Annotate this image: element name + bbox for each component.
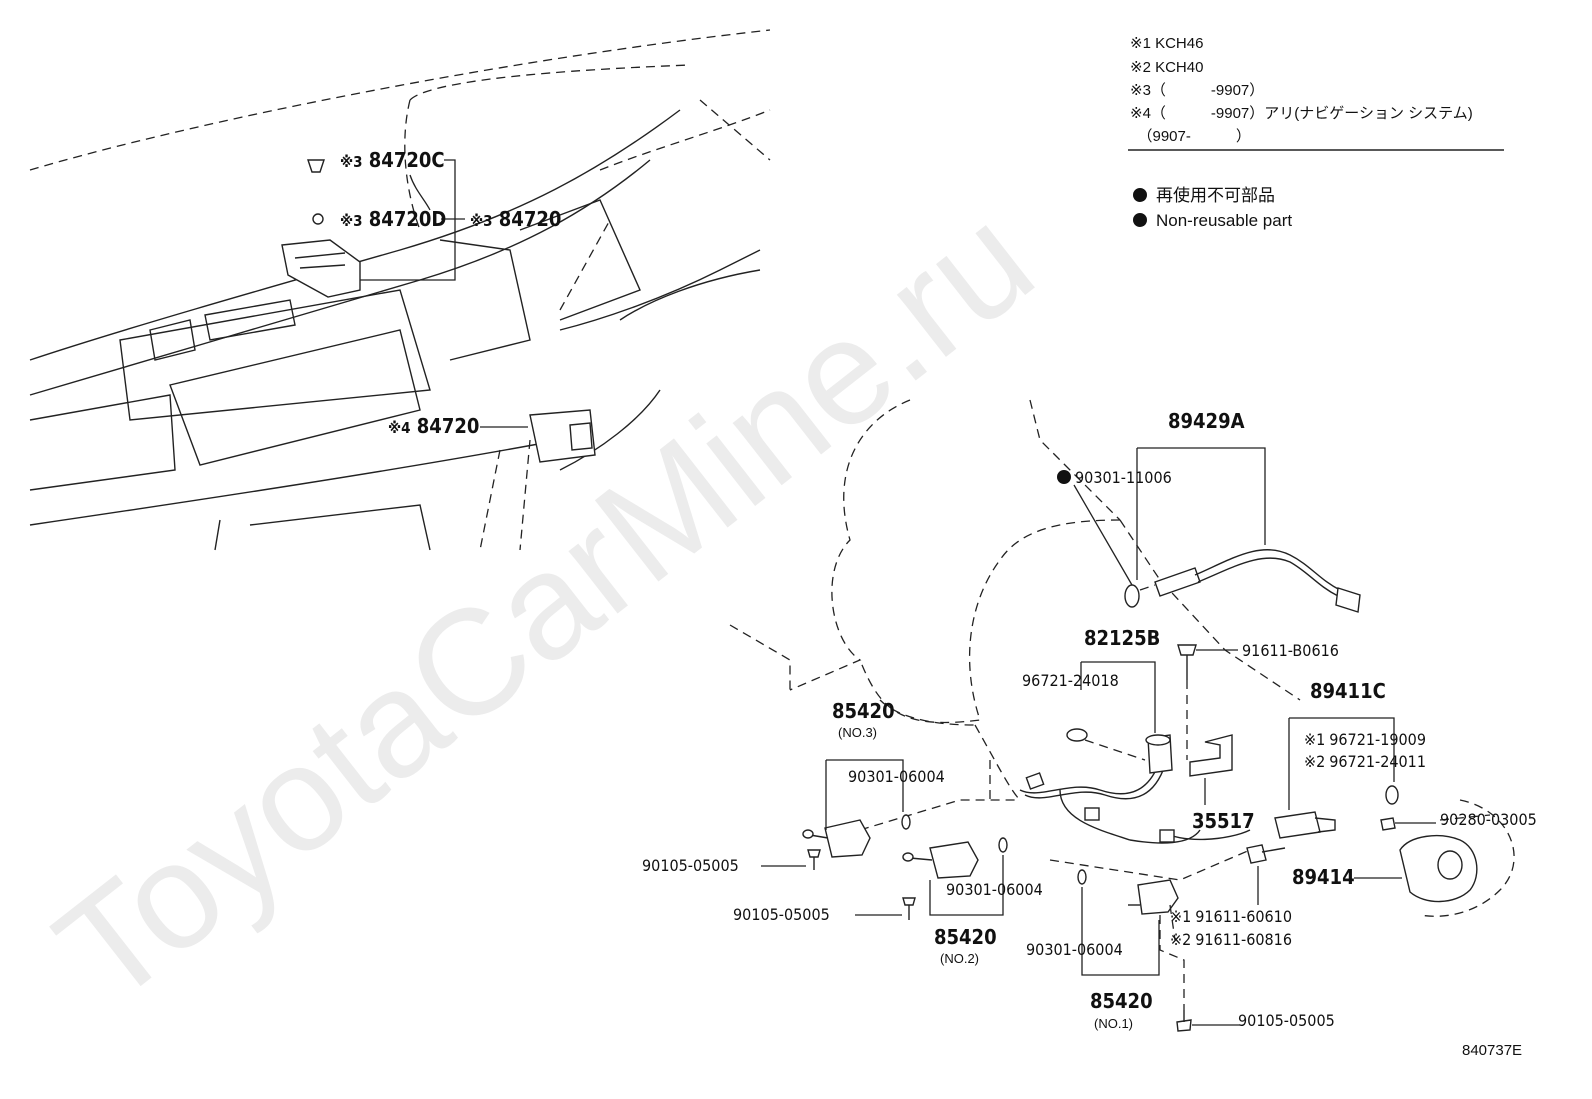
part-mark: ※4 <box>388 419 411 437</box>
nonreusable-dot-icon <box>1133 213 1147 227</box>
label-90301-06004-a: 90301-06004 <box>848 767 945 786</box>
label-85420-no2-note: (NO.2) <box>940 951 979 966</box>
part-mark: ※3 <box>340 153 363 171</box>
leader-82125B <box>1080 661 1156 733</box>
legend-note-1: ※1 KCH46 <box>1130 35 1203 52</box>
part-code: 91611-60816 <box>1195 930 1292 949</box>
label-91611-B0616: 91611-B0616 <box>1242 641 1339 660</box>
label-89429A: 89429A <box>1168 409 1245 433</box>
leader-89411C <box>1288 717 1395 810</box>
sensor-85420-no3 <box>802 814 911 870</box>
label-89411C: 89411C <box>1310 679 1386 703</box>
wire-harness <box>1019 759 1251 844</box>
label-84720-r3: ※3 84720 <box>470 207 561 231</box>
oxygen-sensor-89429A <box>1124 549 1361 613</box>
watermark: ToyotaCarMine.ru <box>26 174 1062 1035</box>
part-code: 91611-60610 <box>1195 907 1292 926</box>
label-85420-no2: 85420 <box>934 925 997 949</box>
legend-note-5: （9907- ） <box>1130 128 1251 145</box>
part-code: 84720D <box>369 207 447 231</box>
label-90105-05005-c: 90105-05005 <box>1238 1011 1335 1030</box>
part-mark: ※3 <box>340 212 363 230</box>
leader-89429A <box>1136 447 1266 580</box>
diagram-id: 840737E <box>1462 1042 1522 1059</box>
label-84720-r4: ※4 84720 <box>388 414 479 438</box>
label-96721-24018: 96721-24018 <box>1022 671 1119 690</box>
sensor-85420-no2 <box>902 837 1008 920</box>
part-code: 84720 <box>417 414 480 438</box>
leader-91611-60610-guide <box>1169 904 1176 941</box>
legend-note-4: ※4（ -9907）アリ(ナビゲーション システム) <box>1130 105 1473 122</box>
part-mark: ※2 <box>1304 752 1325 771</box>
label-89414: 89414 <box>1292 865 1355 889</box>
label-90301-06004-c: 90301-06004 <box>1026 940 1123 959</box>
nonreusable-dot-icon <box>1133 188 1147 202</box>
leader-89429A-guide <box>1139 584 1156 591</box>
nonreusable-jp: 再使用不可部品 <box>1156 185 1275 205</box>
label-90105-05005-b: 90105-05005 <box>733 905 830 924</box>
label-85420-no1-note: (NO.1) <box>1094 1016 1133 1031</box>
dashboard-illustration <box>29 29 771 551</box>
label-84720D: ※3 84720D <box>340 207 446 231</box>
nonreusable-dot-icon <box>1057 470 1071 484</box>
leader-90301-11006 <box>1073 484 1133 586</box>
part-mark: ※1 <box>1170 907 1191 926</box>
label-85420-no3: 85420 <box>832 699 895 723</box>
bolt-91611-60610 <box>1246 844 1286 864</box>
legend-block: ※1 KCH46 ※2 KCH40 ※3（ -9907） ※4（ -9907）ア… <box>1128 35 1504 230</box>
part-mark: ※3 <box>470 212 493 230</box>
part-code: 84720C <box>369 148 445 172</box>
label-85420-no3-note: (NO.3) <box>838 725 877 740</box>
nonreusable-en: Non-reusable part <box>1156 211 1292 230</box>
sensor-89414 <box>1399 835 1478 903</box>
leader-85420-no1-guide <box>1159 915 1185 1010</box>
label-85420-no1: 85420 <box>1090 989 1153 1013</box>
sensor-85420-no1 <box>1077 869 1192 1032</box>
part-mark: ※1 <box>1304 730 1325 749</box>
engine-outline <box>729 399 1515 917</box>
part-code: 96721-19009 <box>1329 730 1426 749</box>
leader-85420-no3 <box>825 759 904 830</box>
connector-82125B <box>1066 728 1173 774</box>
legend-note-2: ※2 KCH40 <box>1130 59 1203 76</box>
clip-90280-03005 <box>1380 817 1396 831</box>
leader-85420-no1 <box>1081 887 1160 976</box>
legend-note-3: ※3（ -9907） <box>1130 82 1264 99</box>
label-84720C: ※3 84720C <box>340 148 445 172</box>
part-mark: ※2 <box>1170 930 1191 949</box>
leader-82125B-guide <box>1084 739 1146 761</box>
label-90280-03005: 90280-03005 <box>1440 810 1537 829</box>
sensor-89411C <box>1274 785 1399 839</box>
label-90301-11006: 90301-11006 <box>1075 468 1172 487</box>
label-90301-06004-b: 90301-06004 <box>946 880 1043 899</box>
part-code: 96721-24011 <box>1329 752 1426 771</box>
label-82125B: 82125B <box>1084 626 1160 650</box>
label-90105-05005-a: 90105-05005 <box>642 856 739 875</box>
bolt-91611-B0616 <box>1177 644 1197 680</box>
leader-85420-no2 <box>929 855 1004 916</box>
label-35517: 35517 <box>1192 809 1255 833</box>
part-code: 84720 <box>499 207 562 231</box>
bracket-35517 <box>1189 734 1233 777</box>
